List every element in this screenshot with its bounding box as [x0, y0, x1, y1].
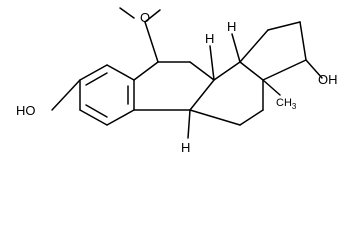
- h-c9-label: H: [205, 31, 214, 46]
- h-c14-bond: [231, 33, 241, 63]
- phenol-bond: [51, 79, 81, 111]
- methyl-subscript: 3: [292, 102, 297, 111]
- ring-d-oh-label: OH: [318, 72, 338, 87]
- ring-d-oh-bond: [305, 59, 323, 79]
- phenol-oh-label: HO: [16, 103, 36, 118]
- ring-b: [133, 61, 215, 111]
- methyl-bond: [262, 79, 281, 96]
- h-c14-label: H: [227, 19, 236, 34]
- methyl-text: CH: [276, 97, 292, 109]
- ring-c: [189, 61, 264, 126]
- ring-a: [79, 64, 135, 126]
- h-c9-bond: [209, 45, 215, 81]
- ring-d: [239, 21, 307, 81]
- structure-diagram: O HO OH H H H CH3: [16, 7, 338, 155]
- methoxy-group: [119, 7, 161, 63]
- methoxy-o-label: O: [140, 10, 150, 25]
- h-c8-label: H: [181, 140, 190, 155]
- methyl-label: CH3: [276, 97, 297, 111]
- h-c8-bond: [187, 109, 191, 139]
